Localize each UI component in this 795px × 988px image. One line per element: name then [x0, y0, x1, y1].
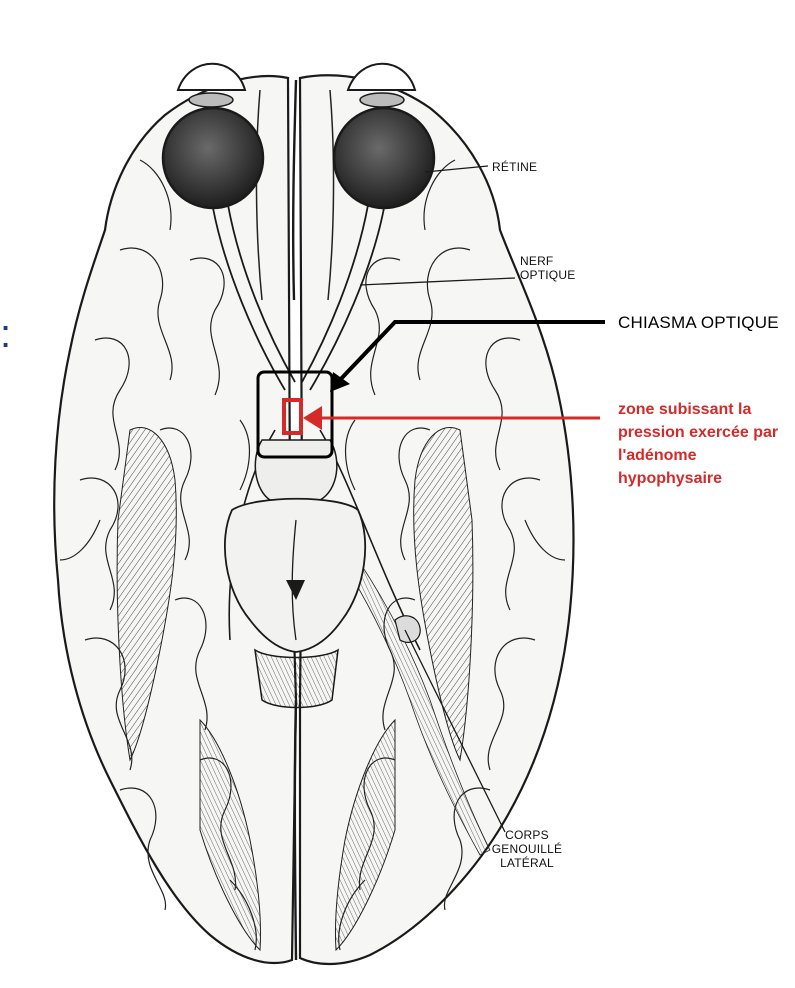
compression-zone-line-4: hypophysaire — [618, 467, 778, 490]
compression-zone-label: zone subissant la pression exercée par l… — [618, 398, 778, 490]
chiasma-optique-label: CHIASMA OPTIQUE — [618, 313, 779, 333]
nerf-optique-line-2: OPTIQUE — [520, 268, 575, 282]
nerf-optique-line-1: NERF — [520, 254, 575, 268]
compression-zone-line-1: zone subissant la — [618, 398, 778, 421]
retine-label: RÉTINE — [492, 160, 537, 174]
right-eye — [334, 64, 434, 208]
corps-genouille-label: CORPS GENOUILLÉ LATÉRAL — [482, 828, 572, 870]
corps-genouille-line-2: GENOUILLÉ — [482, 842, 572, 856]
corps-genouille-line-3: LATÉRAL — [482, 856, 572, 870]
nerf-optique-label: NERF OPTIQUE — [520, 254, 575, 282]
compression-zone-line-2: pression exercée par — [618, 421, 778, 444]
compression-zone-line-3: l'adénome — [618, 444, 778, 467]
corps-genouille-line-1: CORPS — [482, 828, 572, 842]
stray-colon-glyph: : — [0, 312, 11, 357]
